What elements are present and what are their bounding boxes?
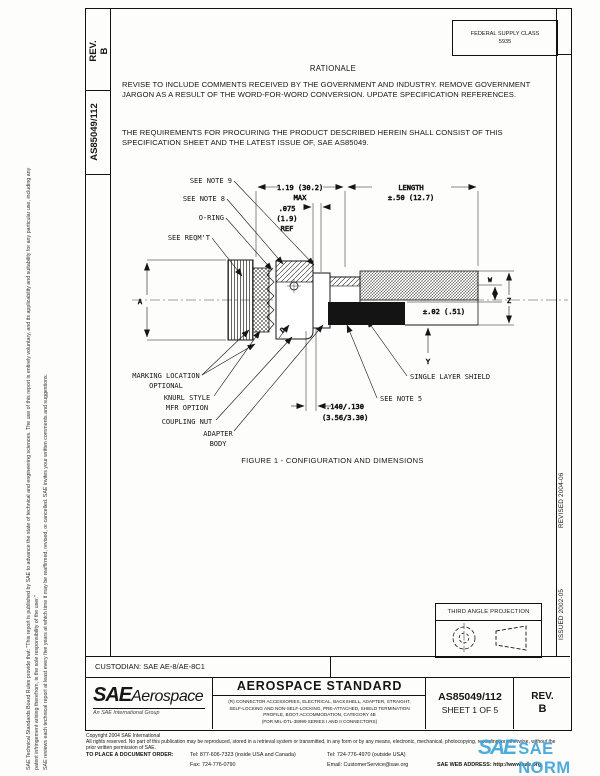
right-column-rule bbox=[556, 8, 558, 656]
third-angle-symbol bbox=[452, 623, 527, 653]
doc-description: (R) CONNECTOR ACCESSORIES, ELECTRICAL, B… bbox=[213, 696, 426, 726]
revised-date: REVISED 2004-06 bbox=[558, 472, 565, 528]
callout-o-ring: O-RING bbox=[199, 214, 224, 222]
rationale-title: RATIONALE bbox=[309, 64, 357, 73]
footer-tel-inside: Tel: 877-606-7323 (inside USA and Canada… bbox=[190, 752, 296, 758]
fsc-label: FEDERAL SUPPLY CLASS bbox=[470, 30, 540, 37]
callout-coupling-nut: COUPLING NUT bbox=[162, 418, 213, 426]
custodian-text: CUSTODIAN: SAE AE-8/AE-8C1 bbox=[95, 662, 205, 671]
requirements-text: THE REQUIREMENTS FOR PROCURING THE PRODU… bbox=[122, 128, 503, 148]
aerospace-logo-text: Aerospace bbox=[131, 688, 204, 705]
stamp-name: SAE NORM bbox=[518, 740, 571, 776]
fsc-box-rule bbox=[556, 54, 571, 55]
title-rev-label: REV. bbox=[531, 691, 554, 702]
callout-adapter: ADAPTER bbox=[203, 430, 233, 438]
callout-knurl-style: KNURL STYLE bbox=[164, 394, 210, 402]
doc-number-box: AS85049/112 bbox=[85, 90, 110, 175]
callout-adapter-body: BODY bbox=[210, 440, 228, 448]
thread-section bbox=[227, 259, 254, 341]
doc-type-cell: AEROSPACE STANDARD (R) CONNECTOR ACCESSO… bbox=[212, 677, 426, 729]
callout-see-reqmt: SEE REQM'T bbox=[168, 234, 211, 242]
dim-a: A bbox=[138, 298, 143, 306]
adapter-collar bbox=[312, 272, 331, 329]
disclaimer-paragraph-1: SAE Technical Standards Board Rules prov… bbox=[26, 167, 40, 770]
dim-groove-mm: (3.56/3.30) bbox=[322, 414, 368, 422]
dimension-lines: A 1.19 (30.2) MAX LENGTH ±.50 (12.7) .07… bbox=[138, 184, 514, 422]
callout-see-note-9: SEE NOTE 9 bbox=[190, 177, 232, 185]
left-column-rule bbox=[110, 8, 112, 656]
description-line-4: (FOR MIL-DTL-38999 SERIES I AND II CONNE… bbox=[261, 718, 378, 724]
sae-logo: SAE bbox=[93, 684, 132, 706]
description-line-1: (R) CONNECTOR ACCESSORIES, ELECTRICAL, B… bbox=[228, 699, 411, 704]
sae-norm-stamp: SAE SAE NORM INTERNATIONAL bbox=[478, 736, 598, 776]
issued-date: ISSUED 2002-05 bbox=[558, 588, 565, 640]
footer-web: SAE WEB ADDRESS: http://www.sae.org bbox=[437, 762, 542, 768]
rev-box: REV. B bbox=[85, 8, 110, 91]
dim-ref-label: REF bbox=[281, 225, 294, 233]
footer-tel-outside: Tel: 724-776-4970 (outside USA) bbox=[327, 752, 406, 758]
fsc-value: 5935 bbox=[498, 39, 512, 45]
callout-see-note-8: SEE NOTE 8 bbox=[183, 195, 225, 203]
title-rev-value: B bbox=[538, 703, 547, 715]
dim-w: W bbox=[488, 276, 492, 284]
callout-mfr-option: MFR OPTION bbox=[166, 404, 208, 412]
dim-z: Z bbox=[507, 297, 511, 305]
stamp-sae-logo: SAE bbox=[478, 736, 517, 759]
figure-1-drawing: A 1.19 (30.2) MAX LENGTH ±.50 (12.7) .07… bbox=[132, 177, 568, 448]
title-block: SAEAerospace An SAE International Group … bbox=[85, 677, 570, 729]
footer-email: Email: CustomerService@sae.org bbox=[327, 762, 409, 768]
callout-single-layer-shield: SINGLE LAYER SHIELD bbox=[410, 373, 490, 381]
projection-box: THIRD ANGLE PROJECTION bbox=[435, 603, 542, 658]
shield-band bbox=[328, 302, 405, 325]
footer-order-label: TO PLACE A DOCUMENT ORDER: bbox=[86, 752, 174, 758]
logo-cell: SAEAerospace An SAE International Group bbox=[85, 677, 212, 729]
shield-braid-section bbox=[359, 270, 479, 301]
dim-groove-val: .140/.130 bbox=[326, 403, 364, 411]
custodian-divider bbox=[330, 657, 331, 677]
doc-number-cell: AS85049/112 SHEET 1 OF 5 bbox=[425, 677, 514, 729]
sheet-info: SHEET 1 OF 5 bbox=[441, 705, 499, 715]
sheet-frame bbox=[85, 8, 572, 731]
footer-copyright: Copyright 2004 SAE International bbox=[86, 733, 161, 739]
retaining-spring bbox=[266, 267, 275, 332]
callout-see-note-5: SEE NOTE 5 bbox=[380, 395, 422, 403]
rev-value: B bbox=[99, 47, 110, 55]
doc-type-title: AEROSPACE STANDARD bbox=[213, 677, 426, 696]
rev-cell: REV. B bbox=[513, 677, 571, 729]
dim-y: Y bbox=[426, 358, 431, 366]
custodian-bar: CUSTODIAN: SAE AE-8/AE-8C1 bbox=[85, 656, 570, 678]
disclaimer-paragraph-2: SAE reviews each technical report at lea… bbox=[43, 373, 50, 770]
logo-subtitle: An SAE International Group bbox=[93, 710, 160, 716]
fsc-box: FEDERAL SUPPLY CLASS 5935 bbox=[452, 20, 558, 56]
margin-disclaimer: SAE Technical Standards Board Rules prov… bbox=[26, 166, 51, 770]
dim-max-len: 1.19 (30.2) bbox=[277, 184, 323, 192]
callout-leaders: SEE NOTE 9 SEE NOTE 8 O-RING SEE REQM'T … bbox=[132, 177, 490, 448]
dim-length-label: LENGTH bbox=[398, 184, 423, 192]
coupling-nut-section-hatch bbox=[275, 260, 314, 283]
connector-body bbox=[227, 259, 479, 341]
dim-max-label: MAX bbox=[294, 194, 307, 202]
doc-number-vertical: AS85049/112 bbox=[89, 103, 100, 161]
projection-label: THIRD ANGLE PROJECTION bbox=[436, 604, 541, 621]
footer-rights: All rights reserved. No part of this pub… bbox=[86, 739, 556, 752]
knurl-ring bbox=[252, 267, 270, 333]
dim-band-tol: ±.02 (.51) bbox=[423, 308, 465, 316]
callout-marking-optional: OPTIONAL bbox=[149, 382, 183, 390]
dim-ref-val: .075 bbox=[279, 205, 296, 213]
dim-length-tol: ±.50 (12.7) bbox=[388, 194, 434, 202]
title-doc-number: AS85049/112 bbox=[438, 691, 502, 703]
rationale-body: REVISE TO INCLUDE COMMENTS RECEIVED BY T… bbox=[122, 80, 531, 100]
footer-fax: Fax: 724-776-0790 bbox=[190, 762, 236, 768]
figure-caption: FIGURE 1 - CONFIGURATION AND DIMENSIONS bbox=[241, 456, 424, 465]
description-line-2: SELF-LOCKING AND NON-SELF-LOCKING, PRE-A… bbox=[229, 705, 410, 711]
description-line-3: PROFILE, BOOT ACCOMMODATION, CATEGORY 4B bbox=[263, 712, 376, 718]
callout-marking-location: MARKING LOCATION bbox=[132, 372, 199, 380]
dim-ref-mm: (1.9) bbox=[276, 215, 297, 223]
rev-label: REV. bbox=[88, 40, 99, 62]
